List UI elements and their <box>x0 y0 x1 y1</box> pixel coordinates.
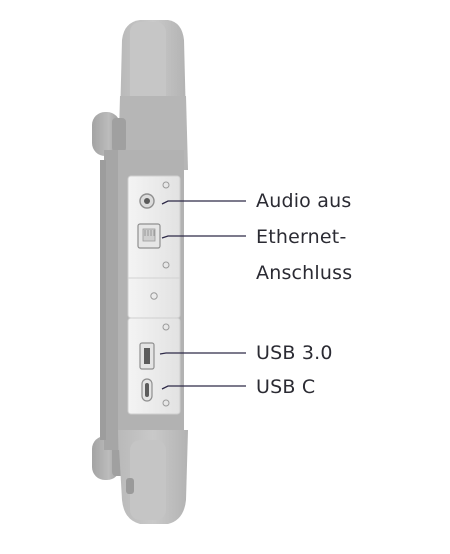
audio-jack <box>139 193 155 209</box>
top-bumper <box>118 20 188 170</box>
top-left-knob <box>92 112 126 156</box>
leader-audio <box>161 200 246 205</box>
usb3-port <box>139 342 155 370</box>
bottom-bumper <box>118 430 188 524</box>
label-ethernet-line2: Anschluss <box>256 262 353 284</box>
label-audio: Audio aus <box>256 190 352 212</box>
leader-usbc <box>161 385 246 390</box>
leader-lines <box>159 200 246 390</box>
leader-usb3 <box>159 352 246 355</box>
usbc-port <box>141 378 153 402</box>
label-usb3: USB 3.0 <box>256 342 333 364</box>
ethernet-port <box>137 223 161 249</box>
leader-ethernet <box>161 235 246 239</box>
label-ethernet-line1: Ethernet- <box>256 226 347 248</box>
label-usbc: USB C <box>256 376 316 398</box>
